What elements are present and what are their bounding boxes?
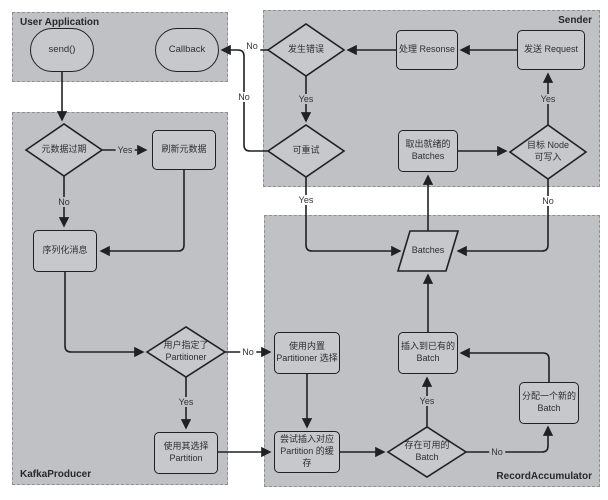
edge-label-yes: Yes (115, 145, 135, 155)
diamond-user-specified-partitioner (145, 326, 227, 378)
edge-label-no: No (236, 92, 252, 102)
edge-label-yes: Yes (296, 195, 316, 205)
node-handle-response: 处理 Resonse (396, 30, 458, 70)
edge-batch-available-no-allocate (466, 425, 554, 453)
edge-label-no: No (489, 447, 505, 457)
node-callback: Callback (155, 28, 219, 72)
container-title-kafka-producer: KafkaProducer (20, 469, 92, 480)
container-title-sender: Sender (558, 15, 592, 26)
container-title-record-accumulator: RecordAccumulator (496, 471, 592, 482)
container-title-user-application: User Application (20, 17, 100, 28)
node-send: send() (30, 28, 94, 72)
edge-label-yes: Yes (538, 94, 558, 104)
edge-label-no: No (240, 347, 256, 357)
node-use-builtin-partitioner: 使用内置 Partitioner 选择 (274, 332, 340, 374)
edge-label-no: No (56, 197, 72, 207)
edge-label-no: No (540, 196, 556, 206)
node-allocate-new-batch: 分配一个新的 Batch (519, 382, 579, 424)
diamond-batch-available (386, 426, 468, 478)
edge-allocate-to-insert-existing (459, 347, 550, 382)
edge-serialize-to-user-specified (64, 272, 145, 358)
node-serialize-message: 序列化消息 (33, 230, 97, 272)
node-insert-existing-batch: 插入到已有的 Batch (398, 332, 458, 374)
edge-label-yes: Yes (296, 94, 316, 104)
diamond-error-occurred (266, 23, 346, 77)
edge-label-yes: Yes (176, 397, 196, 407)
edge-target-node-no-batches (456, 179, 549, 257)
edge-retryable-yes-batches (305, 177, 402, 257)
parallelogram-batches (396, 230, 460, 272)
edge-label-no: No (244, 41, 260, 51)
diamond-target-node-writable (508, 124, 588, 180)
diamond-retryable (266, 124, 346, 178)
node-send-request: 发送 Request (517, 30, 585, 70)
node-fetch-ready-batches: 取出就绪的 Batches (398, 130, 458, 172)
edge-label-yes: Yes (417, 396, 437, 406)
container-kafka-producer: KafkaProducer (12, 112, 228, 485)
node-use-its-partition: 使用其选择 Partition (154, 432, 218, 474)
diamond-metadata-expired (24, 123, 104, 177)
edge-refresh-to-serialize (99, 170, 185, 257)
node-refresh-metadata: 刷新元数据 (152, 130, 216, 170)
node-try-insert-partition-cache: 尝试插入对应 Partition 的缓存 (274, 431, 340, 473)
